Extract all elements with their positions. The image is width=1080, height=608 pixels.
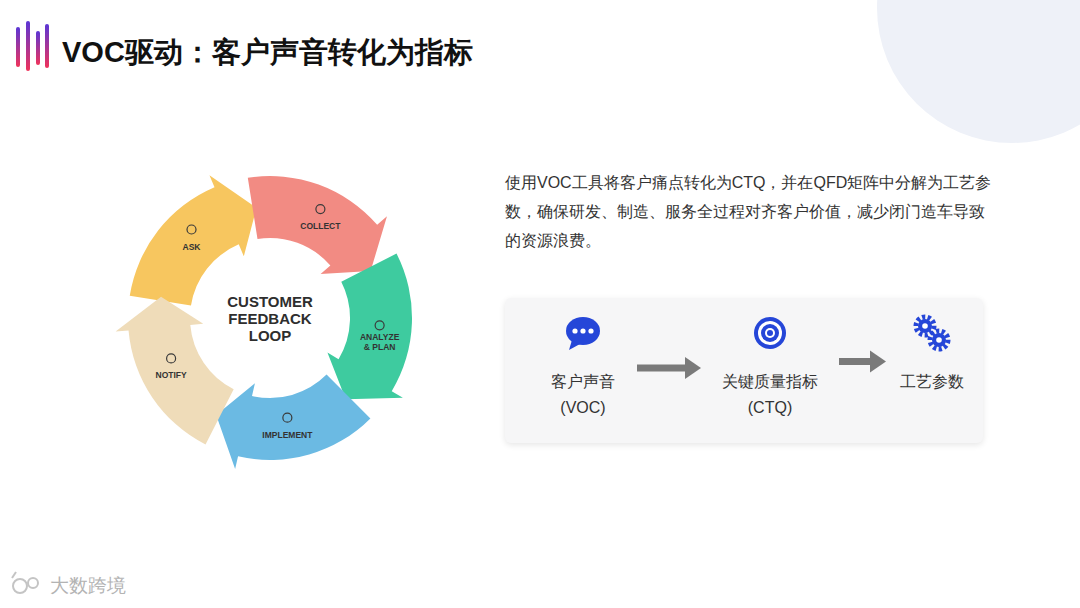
segment-label: NOTIFY bbox=[156, 370, 187, 380]
loop-segment: IMPLEMENT bbox=[214, 372, 373, 472]
segment-icon bbox=[283, 413, 292, 422]
segment-icon bbox=[187, 225, 196, 234]
watermark-logo bbox=[12, 572, 38, 593]
gear-hole bbox=[922, 323, 928, 329]
segment-label: COLLECT bbox=[300, 221, 340, 231]
segment-label: IMPLEMENT bbox=[262, 430, 312, 440]
target-ring bbox=[761, 324, 779, 342]
loop-segment: NOTIFY bbox=[113, 294, 236, 447]
segment-icon bbox=[375, 321, 384, 330]
target-ring bbox=[758, 321, 782, 345]
segment-shape bbox=[325, 251, 414, 402]
flow-step: 关键质量指标 (CTQ) bbox=[715, 315, 825, 421]
arrow-shaft bbox=[637, 365, 687, 372]
arrow-segment bbox=[248, 176, 387, 274]
loop-segment: ANALYZE & PLAN bbox=[325, 251, 414, 402]
loop-segment: ASK bbox=[127, 173, 259, 308]
gear-body bbox=[918, 319, 932, 333]
icon bbox=[563, 315, 603, 351]
step-label: 关键质量指标 (CTQ) bbox=[715, 369, 825, 421]
arrow-segment bbox=[116, 297, 234, 445]
title-bar bbox=[45, 24, 49, 68]
loop-center-label: CUSTOMER FEEDBACK LOOP bbox=[218, 293, 322, 344]
segment-label: ASK bbox=[183, 242, 201, 252]
flow-arrow bbox=[637, 357, 701, 379]
flow-step: 客户声音 (VOC) bbox=[543, 315, 623, 421]
title-bar bbox=[16, 27, 20, 67]
target-ring bbox=[765, 328, 775, 338]
segment-icon bbox=[316, 205, 325, 214]
slide-title: VOC驱动：客户声音转化为指标 bbox=[62, 33, 473, 73]
gear-body bbox=[932, 333, 946, 347]
arrow-head bbox=[685, 357, 701, 379]
icon bbox=[912, 315, 952, 351]
description-text: 使用VOC工具将客户痛点转化为CTQ，并在QFD矩阵中分解为工艺参数，确保研发、… bbox=[505, 168, 995, 255]
bubble-dot bbox=[572, 328, 577, 333]
segment-label-wrap: ANALYZE & PLAN bbox=[360, 332, 399, 352]
loop-segment: COLLECT bbox=[245, 174, 389, 277]
title-bar bbox=[26, 21, 30, 71]
title-bar bbox=[36, 31, 40, 65]
segment-label-wrap: ASK bbox=[183, 242, 201, 252]
segment-label-wrap: COLLECT bbox=[300, 221, 340, 231]
arrow-segment bbox=[327, 254, 412, 400]
arrow-head bbox=[870, 351, 886, 373]
corner-circle bbox=[877, 0, 1080, 143]
watermark: 大数跨境 bbox=[50, 574, 126, 598]
flow-step: 工艺参数 bbox=[900, 315, 964, 395]
segment-shape bbox=[127, 173, 259, 308]
segment-icon bbox=[167, 354, 176, 363]
target-ring bbox=[767, 330, 773, 336]
arrow-segment bbox=[130, 175, 257, 305]
arrow-segment bbox=[216, 375, 370, 469]
icon bbox=[750, 315, 790, 351]
step-label: 工艺参数 bbox=[900, 369, 964, 395]
bubble-dot bbox=[580, 328, 585, 333]
bubble-dot bbox=[588, 328, 593, 333]
flow-arrow bbox=[839, 351, 886, 373]
bubble-icon bbox=[566, 317, 600, 345]
segment-shape bbox=[214, 372, 373, 472]
step-label: 客户声音 (VOC) bbox=[543, 369, 623, 421]
segment-label: ANALYZE & PLAN bbox=[360, 332, 399, 352]
arrow-shaft bbox=[839, 358, 872, 365]
bubble-tail bbox=[569, 340, 580, 350]
gear-teeth bbox=[930, 331, 948, 349]
segment-label-wrap: IMPLEMENT bbox=[262, 430, 312, 440]
segment-label-wrap: NOTIFY bbox=[156, 370, 187, 380]
target-ring bbox=[754, 317, 786, 349]
gear-hole bbox=[936, 337, 942, 343]
